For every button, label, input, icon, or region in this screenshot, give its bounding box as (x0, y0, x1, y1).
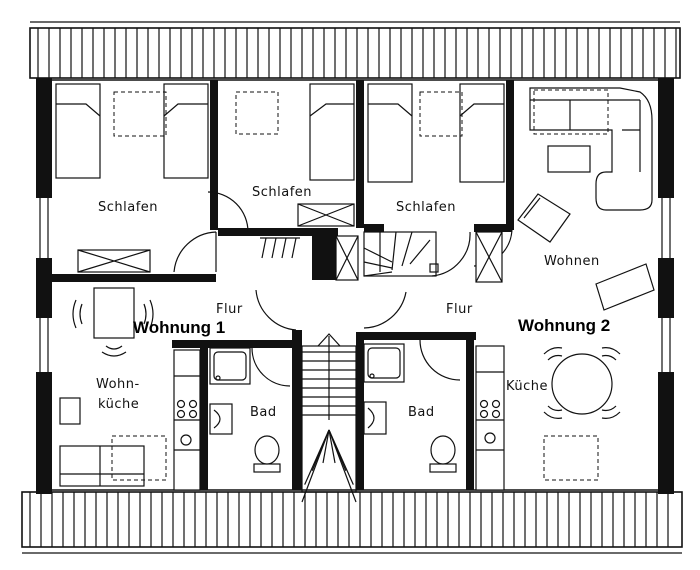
label-wohnen: Wohnen (544, 254, 600, 269)
bad-right-fixtures (363, 343, 457, 473)
roof-bottom-hatch (29, 492, 669, 547)
label-schlafen-3: Schlafen (396, 200, 456, 215)
label-bad-left: Bad (250, 405, 277, 420)
stair-tread (328, 429, 357, 503)
label-wohnung-2: Wohnung 2 (518, 316, 610, 335)
living-room-furniture (517, 87, 655, 311)
roof-bottom (21, 491, 683, 554)
bedroom-3-furniture (367, 83, 505, 183)
wardrobe (260, 231, 503, 283)
upper-stair (363, 231, 439, 277)
bedroom-1-furniture (55, 83, 209, 273)
stair-tread (328, 429, 336, 464)
kueche-furniture (475, 345, 621, 491)
interior-walls (52, 80, 514, 490)
wohnkueche-furniture (59, 287, 201, 491)
label-wohnung-1: Wohnung 1 (133, 318, 225, 337)
label-wohnkueche-line1: Wohn- (96, 377, 140, 392)
label-schlafen-1: Schlafen (98, 200, 158, 215)
label-bad-right: Bad (408, 405, 435, 420)
lower-stair (301, 333, 357, 503)
outer-walls (36, 78, 674, 494)
label-flur-right: Flur (446, 302, 473, 317)
stair-tread (311, 429, 330, 471)
label-wohnkueche-line2: küche (98, 397, 139, 412)
roof-top-hatch (37, 28, 677, 78)
label-schlafen-2: Schlafen (252, 185, 312, 200)
bedroom-2-furniture (235, 83, 355, 227)
label-flur-left: Flur (216, 302, 243, 317)
stair-tread (322, 429, 330, 464)
roof-top (29, 21, 681, 79)
label-kueche: Küche (506, 379, 548, 394)
bad-left-fixtures (209, 347, 281, 473)
